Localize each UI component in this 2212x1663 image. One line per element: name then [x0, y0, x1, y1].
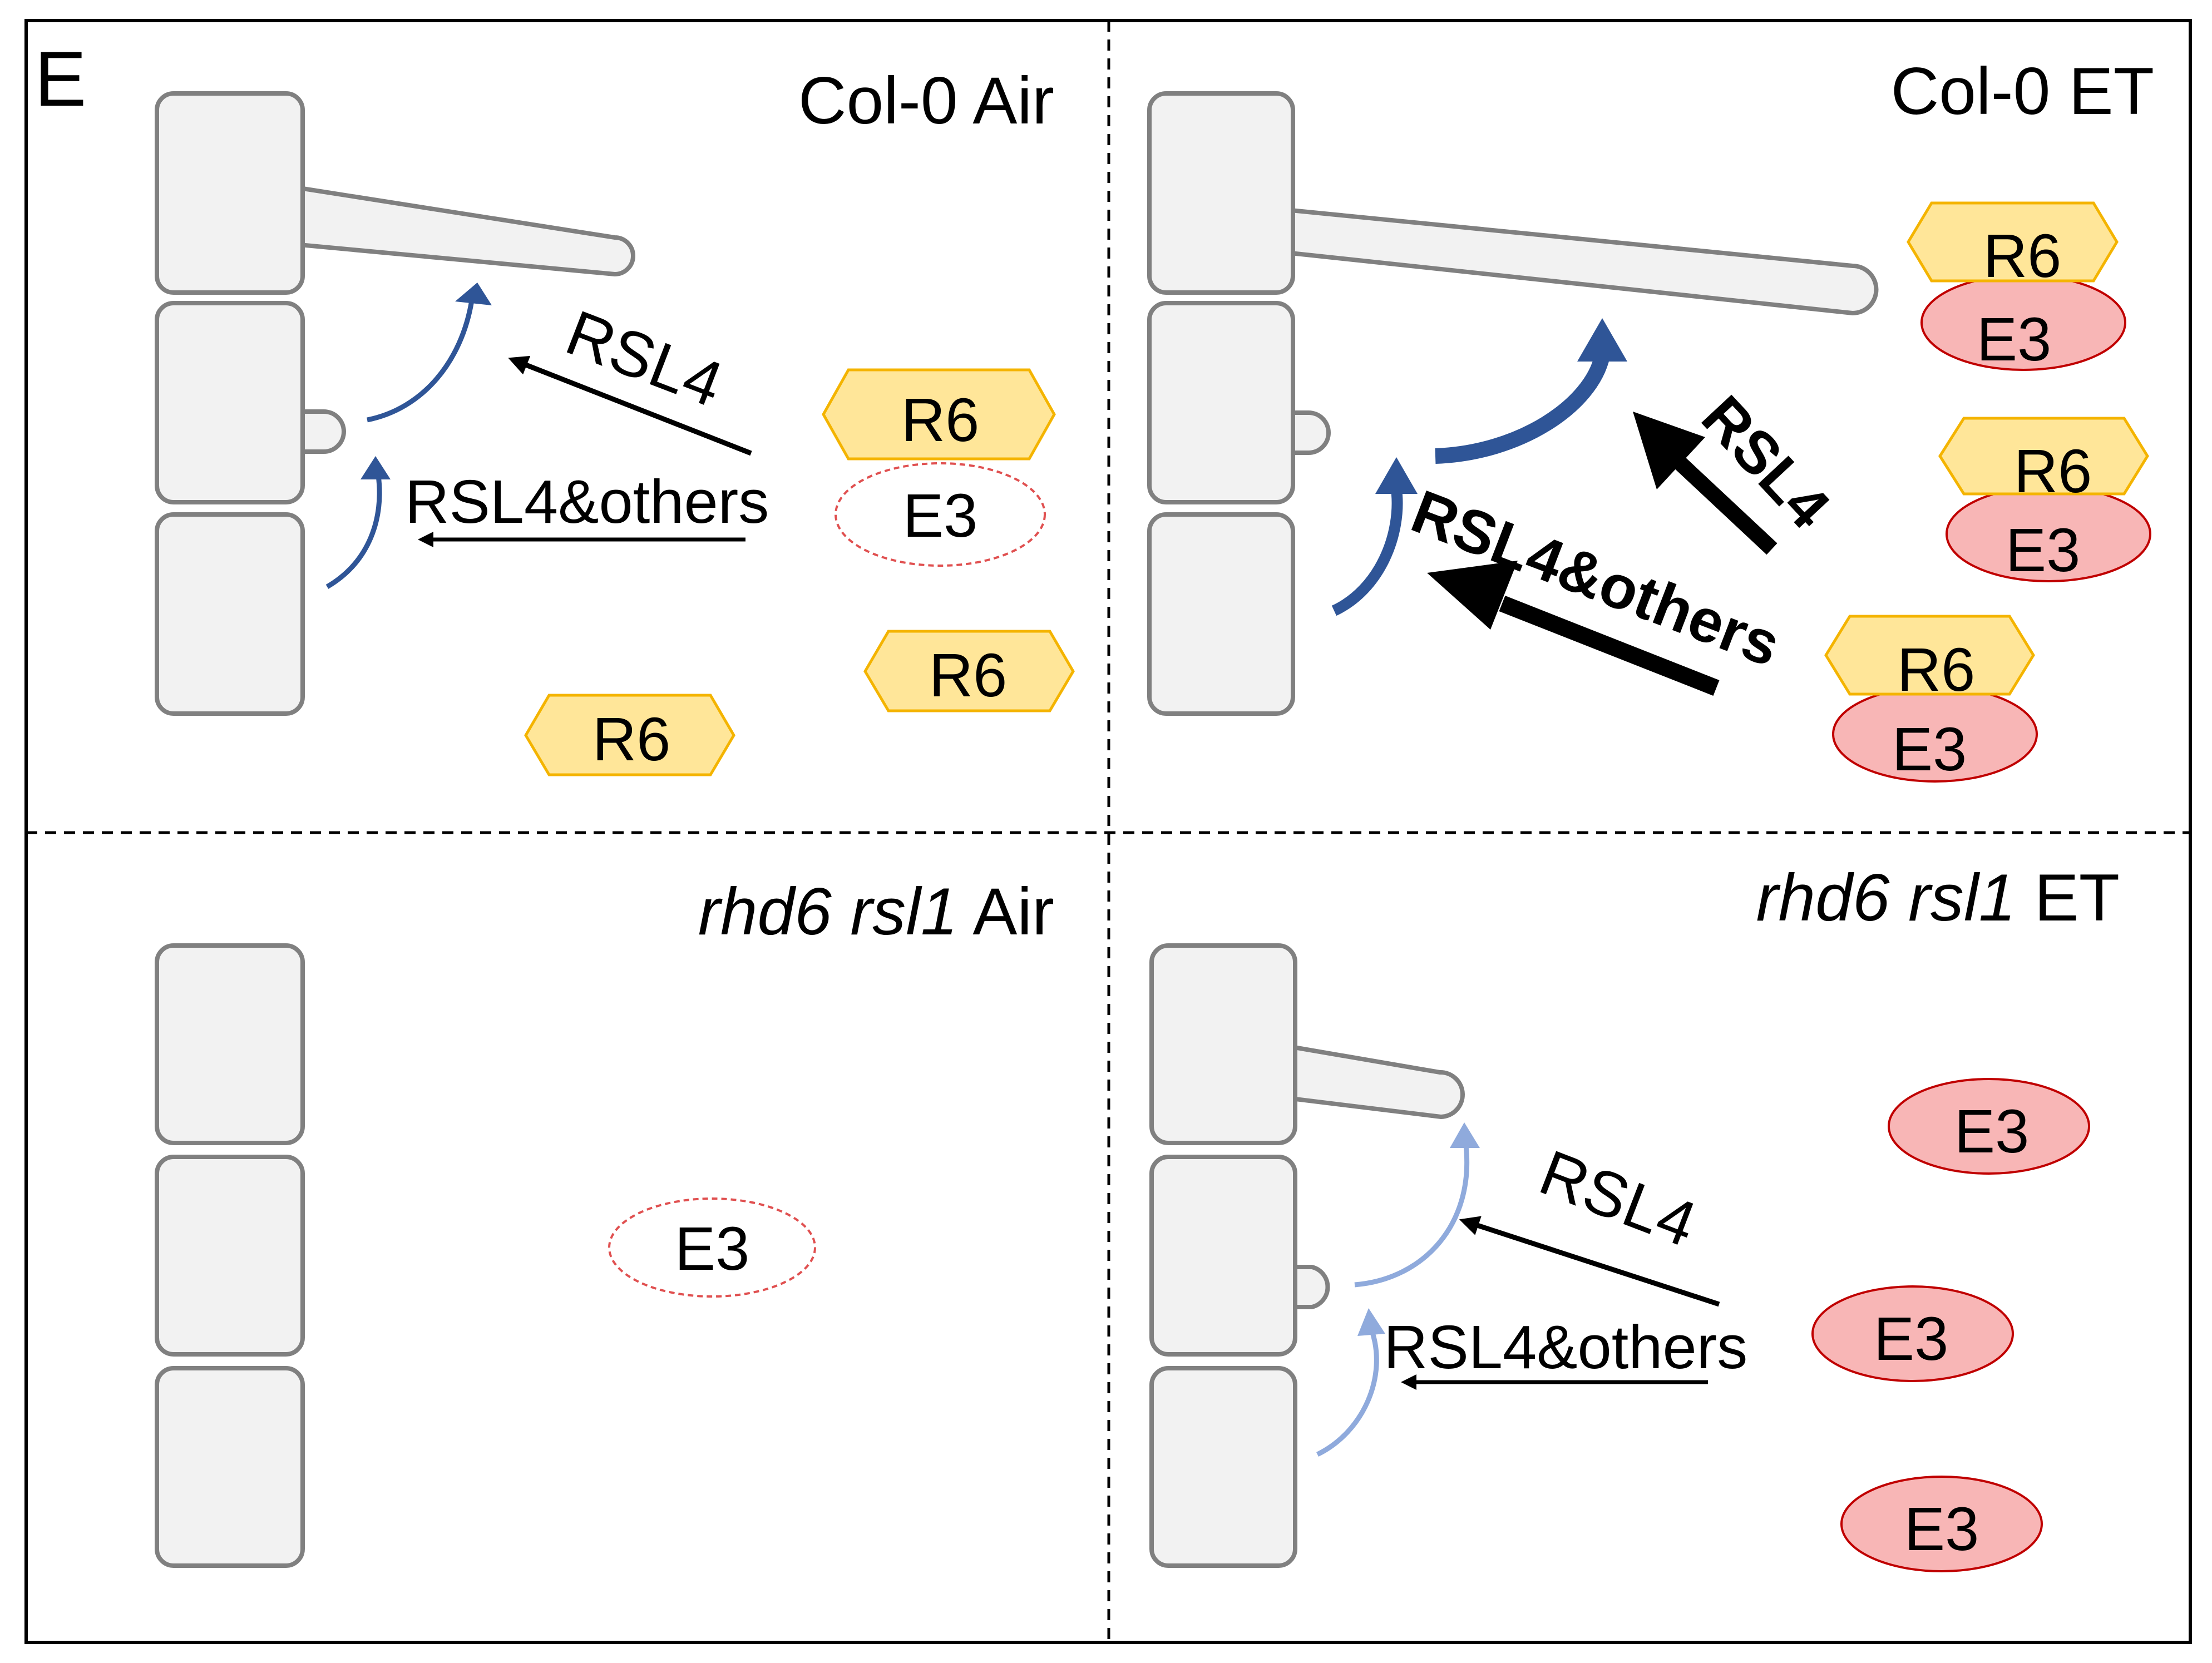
rsl4-label: RSL4	[1530, 1137, 1705, 1261]
development-arrow	[1316, 1328, 1379, 1457]
root-hair	[1288, 1044, 1465, 1120]
root-cell	[155, 301, 305, 504]
e3-ellipse	[1888, 1078, 2090, 1175]
rsl4-label: RSL4	[1689, 383, 1843, 541]
e3-label: E3	[903, 482, 978, 550]
r6-label: R6	[2014, 437, 2092, 506]
root-cell	[155, 91, 305, 295]
e3-label: E3	[1892, 715, 1967, 784]
development-arrow	[367, 300, 475, 423]
root-cell	[1147, 91, 1295, 295]
rsl4-others-label: RSL4&others	[1384, 1313, 1747, 1382]
root-cell-column	[155, 943, 305, 1568]
panel-title: rhd6 rsl1 ET	[1756, 860, 2120, 935]
e3-ellipse	[1840, 1476, 2043, 1572]
root-hair-bulge	[1288, 1265, 1330, 1309]
root-cell	[1149, 943, 1297, 1145]
r6-label: R6	[929, 641, 1008, 710]
root-cell-column	[155, 91, 635, 716]
root-hair	[1288, 207, 1879, 316]
development-arrowhead	[1450, 1122, 1480, 1148]
e3-label: E3	[1874, 1305, 1949, 1373]
r6-hexagon	[524, 694, 735, 776]
panel-title-genotype: rhd6 rsl1	[698, 874, 958, 949]
rsl4-arrowhead	[1633, 412, 1705, 489]
e3-label: E3	[2006, 516, 2081, 585]
panel-title-condition: Air	[972, 874, 1054, 949]
e3-label: E3	[675, 1215, 750, 1283]
development-arrowhead	[1357, 1308, 1385, 1336]
development-arrowhead	[1577, 318, 1627, 362]
root-cell	[155, 512, 305, 716]
development-arrowhead	[361, 456, 391, 479]
e3-label: E3	[1954, 1097, 2030, 1166]
development-arrow	[1435, 354, 1610, 464]
panel-col-air: Col-0 Air RSL4 RSL4&others R6 E3 R6 R6	[155, 63, 1075, 776]
r6-hexagon	[1938, 417, 2149, 496]
root-cell	[155, 943, 305, 1145]
r6-hexagon	[1907, 201, 2119, 283]
rsl4-others-label: RSL4&others	[405, 468, 769, 536]
r6-label: R6	[901, 386, 980, 454]
development-arrowhead	[455, 283, 492, 305]
panel-mutant-et: rhd6 rsl1 ET RSL4 RSL4&others E3 E3 E3	[1149, 860, 2120, 1572]
rsl4-others-arrow	[1499, 596, 1720, 696]
panel-title: Col-0 ET	[1891, 54, 2154, 128]
r6-label: R6	[1897, 636, 1976, 704]
e3-ellipse-absent	[835, 462, 1046, 567]
e3-label: E3	[1977, 305, 2052, 374]
panel-col-et: Col-0 ET RSL4 RSL4&others E3 R6 E3 R6 E3	[1147, 54, 2154, 784]
root-cell-column	[1149, 943, 1465, 1568]
development-arrowhead	[1375, 457, 1418, 494]
rsl4-arrow	[1459, 1216, 1720, 1307]
e3-ellipse	[1811, 1285, 2014, 1382]
development-arrow	[1354, 1145, 1469, 1288]
root-cell	[1147, 512, 1295, 716]
r6-hexagon	[1824, 615, 2035, 696]
root-cell	[1147, 301, 1295, 504]
rsl4-arrow	[1672, 454, 1778, 555]
rsl4-arrow	[508, 355, 752, 456]
e3-ellipse-absent	[608, 1197, 816, 1298]
development-arrow	[1331, 488, 1403, 616]
root-hair-bulge	[297, 409, 346, 454]
panel-mutant-air: rhd6 rsl1 Air E3	[155, 874, 1054, 1568]
panel-title-condition: ET	[2035, 860, 2120, 935]
root-hair	[297, 185, 635, 277]
panel-title-genotype: rhd6 rsl1	[1756, 860, 2016, 935]
r6-hexagon	[863, 630, 1075, 712]
panel-title: Col-0 Air	[798, 63, 1054, 138]
panel-title: rhd6 rsl1 Air	[698, 874, 1054, 949]
development-arrow	[325, 475, 382, 589]
e3-label: E3	[1904, 1495, 1979, 1563]
root-cell	[155, 1155, 305, 1357]
r6-hexagon	[822, 368, 1056, 461]
rsl4-others-arrowhead	[1427, 561, 1518, 630]
root-cell-column	[1147, 91, 1879, 716]
panel-letter: E	[34, 35, 86, 122]
r6-label: R6	[1983, 222, 2062, 290]
root-hair-bulge	[1288, 410, 1331, 455]
rsl4-label: RSL4	[557, 297, 732, 421]
root-cell	[155, 1366, 305, 1568]
root-cell	[1149, 1155, 1297, 1357]
r6-label: R6	[592, 705, 671, 774]
root-cell	[1149, 1366, 1297, 1568]
